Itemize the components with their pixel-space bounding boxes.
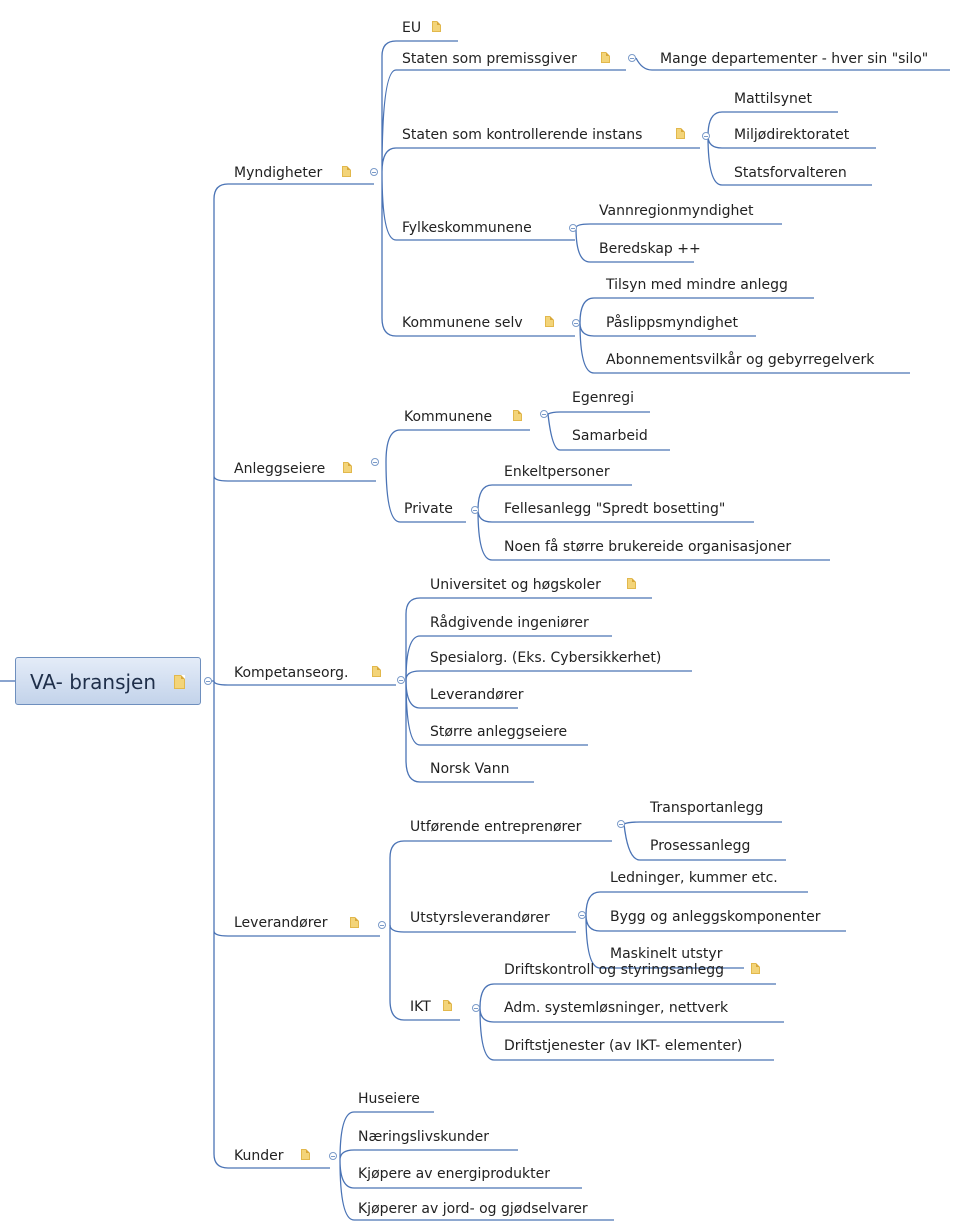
node-vannregionmyndighet[interactable]: Vannregionmyndighet xyxy=(599,203,754,219)
note-icon[interactable] xyxy=(676,128,685,139)
node-spesialorg[interactable]: Spesialorg. (Eks. Cybersikkerhet) xyxy=(430,650,662,666)
node-mange-departementer[interactable]: Mange departementer - hver sin "silo" xyxy=(660,51,929,67)
node-paslippsmyndighet[interactable]: Påslippsmyndighet xyxy=(606,315,738,331)
node-staten-kontrollerende[interactable]: Staten som kontrollerende instans xyxy=(402,127,643,143)
collapse-icon[interactable] xyxy=(204,677,212,685)
collapse-icon[interactable] xyxy=(617,820,625,828)
collapse-icon[interactable] xyxy=(472,1004,480,1012)
node-prosessanlegg[interactable]: Prosessanlegg xyxy=(650,838,751,854)
collapse-icon[interactable] xyxy=(628,54,636,62)
node-myndigheter[interactable]: Myndigheter xyxy=(234,165,323,181)
node-enkeltpersoner[interactable]: Enkeltpersoner xyxy=(504,464,610,480)
collapse-icon[interactable] xyxy=(471,506,479,514)
note-icon[interactable] xyxy=(174,675,185,689)
node-kunder[interactable]: Kunder xyxy=(234,1148,284,1164)
note-icon[interactable] xyxy=(513,410,522,421)
node-kommunene-selv[interactable]: Kommunene selv xyxy=(402,315,523,331)
note-icon[interactable] xyxy=(601,52,610,63)
note-icon[interactable] xyxy=(342,166,351,177)
node-bygg[interactable]: Bygg og anleggskomponenter xyxy=(610,909,821,925)
node-kjopere-energi[interactable]: Kjøpere av energiprodukter xyxy=(358,1166,550,1182)
node-ikt[interactable]: IKT xyxy=(410,999,431,1015)
node-staten-premissgiver[interactable]: Staten som premissgiver xyxy=(402,51,577,67)
node-abonnementsvilkar[interactable]: Abonnementsvilkår og gebyrregelverk xyxy=(606,352,875,368)
note-icon[interactable] xyxy=(432,21,441,32)
node-norsk-vann[interactable]: Norsk Vann xyxy=(430,761,510,777)
node-radgivende[interactable]: Rådgivende ingeniører xyxy=(430,615,589,631)
node-leverandorer[interactable]: Leverandører xyxy=(234,915,328,931)
collapse-icon[interactable] xyxy=(578,911,586,919)
node-kommunene[interactable]: Kommunene xyxy=(404,409,493,425)
node-transportanlegg[interactable]: Transportanlegg xyxy=(650,800,764,816)
note-icon[interactable] xyxy=(627,578,636,589)
collapse-icon[interactable] xyxy=(569,224,577,232)
collapse-icon[interactable] xyxy=(370,168,378,176)
note-icon[interactable] xyxy=(350,917,359,928)
note-icon[interactable] xyxy=(443,1000,452,1011)
node-mattilsynet[interactable]: Mattilsynet xyxy=(734,91,812,107)
node-ledninger[interactable]: Ledninger, kummer etc. xyxy=(610,870,778,886)
node-fellesanlegg[interactable]: Fellesanlegg "Spredt bosetting" xyxy=(504,501,726,517)
node-adm[interactable]: Adm. systemløsninger, nettverk xyxy=(504,1000,729,1016)
root-node[interactable]: VA- bransjen xyxy=(15,657,201,705)
node-leverandorer-kompetanse[interactable]: Leverandører xyxy=(430,687,524,703)
root-label: VA- bransjen xyxy=(30,670,157,694)
node-tilsyn[interactable]: Tilsyn med mindre anlegg xyxy=(606,277,788,293)
node-naeringslivskunder[interactable]: Næringslivskunder xyxy=(358,1129,489,1145)
note-icon[interactable] xyxy=(751,963,760,974)
note-icon[interactable] xyxy=(343,462,352,473)
node-utforende[interactable]: Utførende entreprenører xyxy=(410,819,582,835)
node-egenregi[interactable]: Egenregi xyxy=(572,390,635,406)
node-beredskap[interactable]: Beredskap ++ xyxy=(599,241,701,257)
branch-trunk xyxy=(213,183,229,1169)
collapse-icon[interactable] xyxy=(371,458,379,466)
node-maskinelt[interactable]: Maskinelt utstyr xyxy=(610,946,723,962)
node-samarbeid[interactable]: Samarbeid xyxy=(572,428,648,444)
node-miljodirektoratet[interactable]: Miljødirektoratet xyxy=(734,127,850,143)
node-noen-fa[interactable]: Noen få større brukereide organisasjoner xyxy=(504,539,792,555)
node-private[interactable]: Private xyxy=(404,501,453,517)
node-fylkeskommunene[interactable]: Fylkeskommunene xyxy=(402,220,532,236)
collapse-icon[interactable] xyxy=(702,132,710,140)
collapse-icon[interactable] xyxy=(572,319,580,327)
node-storre-anleggseiere[interactable]: Større anleggseiere xyxy=(430,724,568,740)
node-huseiere[interactable]: Huseiere xyxy=(358,1091,420,1107)
node-universitet[interactable]: Universitet og høgskoler xyxy=(430,577,601,593)
node-kompetanseorg[interactable]: Kompetanseorg. xyxy=(234,665,349,681)
node-kjopere-jord[interactable]: Kjøperer av jord- og gjødselvarer xyxy=(358,1201,588,1217)
node-anleggseiere[interactable]: Anleggseiere xyxy=(234,461,326,477)
collapse-icon[interactable] xyxy=(378,921,386,929)
collapse-icon[interactable] xyxy=(540,410,548,418)
note-icon[interactable] xyxy=(301,1149,310,1160)
collapse-icon[interactable] xyxy=(397,676,405,684)
node-utstyrsleverandorer[interactable]: Utstyrsleverandører xyxy=(410,910,550,926)
note-icon[interactable] xyxy=(372,666,381,677)
note-icon[interactable] xyxy=(545,316,554,327)
node-driftstjenester[interactable]: Driftstjenester (av IKT- elementer) xyxy=(504,1038,743,1054)
node-statsforvalteren[interactable]: Statsforvalteren xyxy=(734,165,847,181)
node-eu[interactable]: EU xyxy=(402,20,422,36)
node-driftskontroll[interactable]: Driftskontroll og styringsanlegg xyxy=(504,962,725,978)
collapse-icon[interactable] xyxy=(329,1152,337,1160)
